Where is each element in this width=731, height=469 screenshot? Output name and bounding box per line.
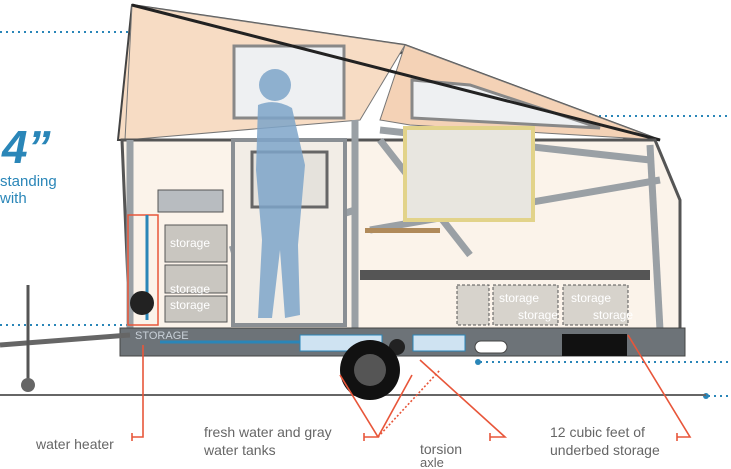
- callout-lines: [131, 334, 692, 441]
- storage-label: storage: [593, 308, 633, 322]
- underbed-storage-box: [562, 334, 627, 356]
- callout-storage-line2: underbed storage: [550, 442, 660, 458]
- water-heater-unit: [130, 291, 154, 315]
- floor-storage-label: STORAGE: [135, 330, 189, 342]
- storage-label: storage: [499, 291, 539, 305]
- headroom-text-line2: with: [0, 190, 27, 207]
- headroom-text-line1: standing: [0, 173, 57, 190]
- callout-storage-line1: 12 cubic feet of: [550, 424, 645, 440]
- storage-label: storage: [518, 308, 558, 322]
- sink: [157, 189, 224, 213]
- bed-platform: [455, 270, 650, 280]
- storage-label: storage: [170, 282, 210, 296]
- callout-axle-line1: torsion: [420, 441, 462, 457]
- callout-tanks-line1: fresh water and gray: [204, 424, 332, 440]
- callout-axle-line2: axle: [420, 455, 444, 469]
- underbed-storage: [456, 284, 629, 326]
- storage-label: storage: [170, 298, 210, 312]
- person-silhouette: [256, 69, 305, 318]
- side-window: [403, 126, 535, 222]
- callout-tanks-line2: water tanks: [203, 442, 276, 458]
- headroom-value: 4”: [1, 121, 51, 173]
- storage-label: storage: [170, 236, 210, 250]
- storage-label: storage: [571, 291, 611, 305]
- bench: [360, 270, 460, 280]
- roof-window: [410, 78, 601, 130]
- gray-water-tank: [412, 334, 466, 352]
- tongue: [0, 332, 131, 348]
- table: [365, 228, 440, 233]
- callout-water-heater: water heater: [35, 436, 114, 452]
- storage-cabinets: [164, 224, 228, 323]
